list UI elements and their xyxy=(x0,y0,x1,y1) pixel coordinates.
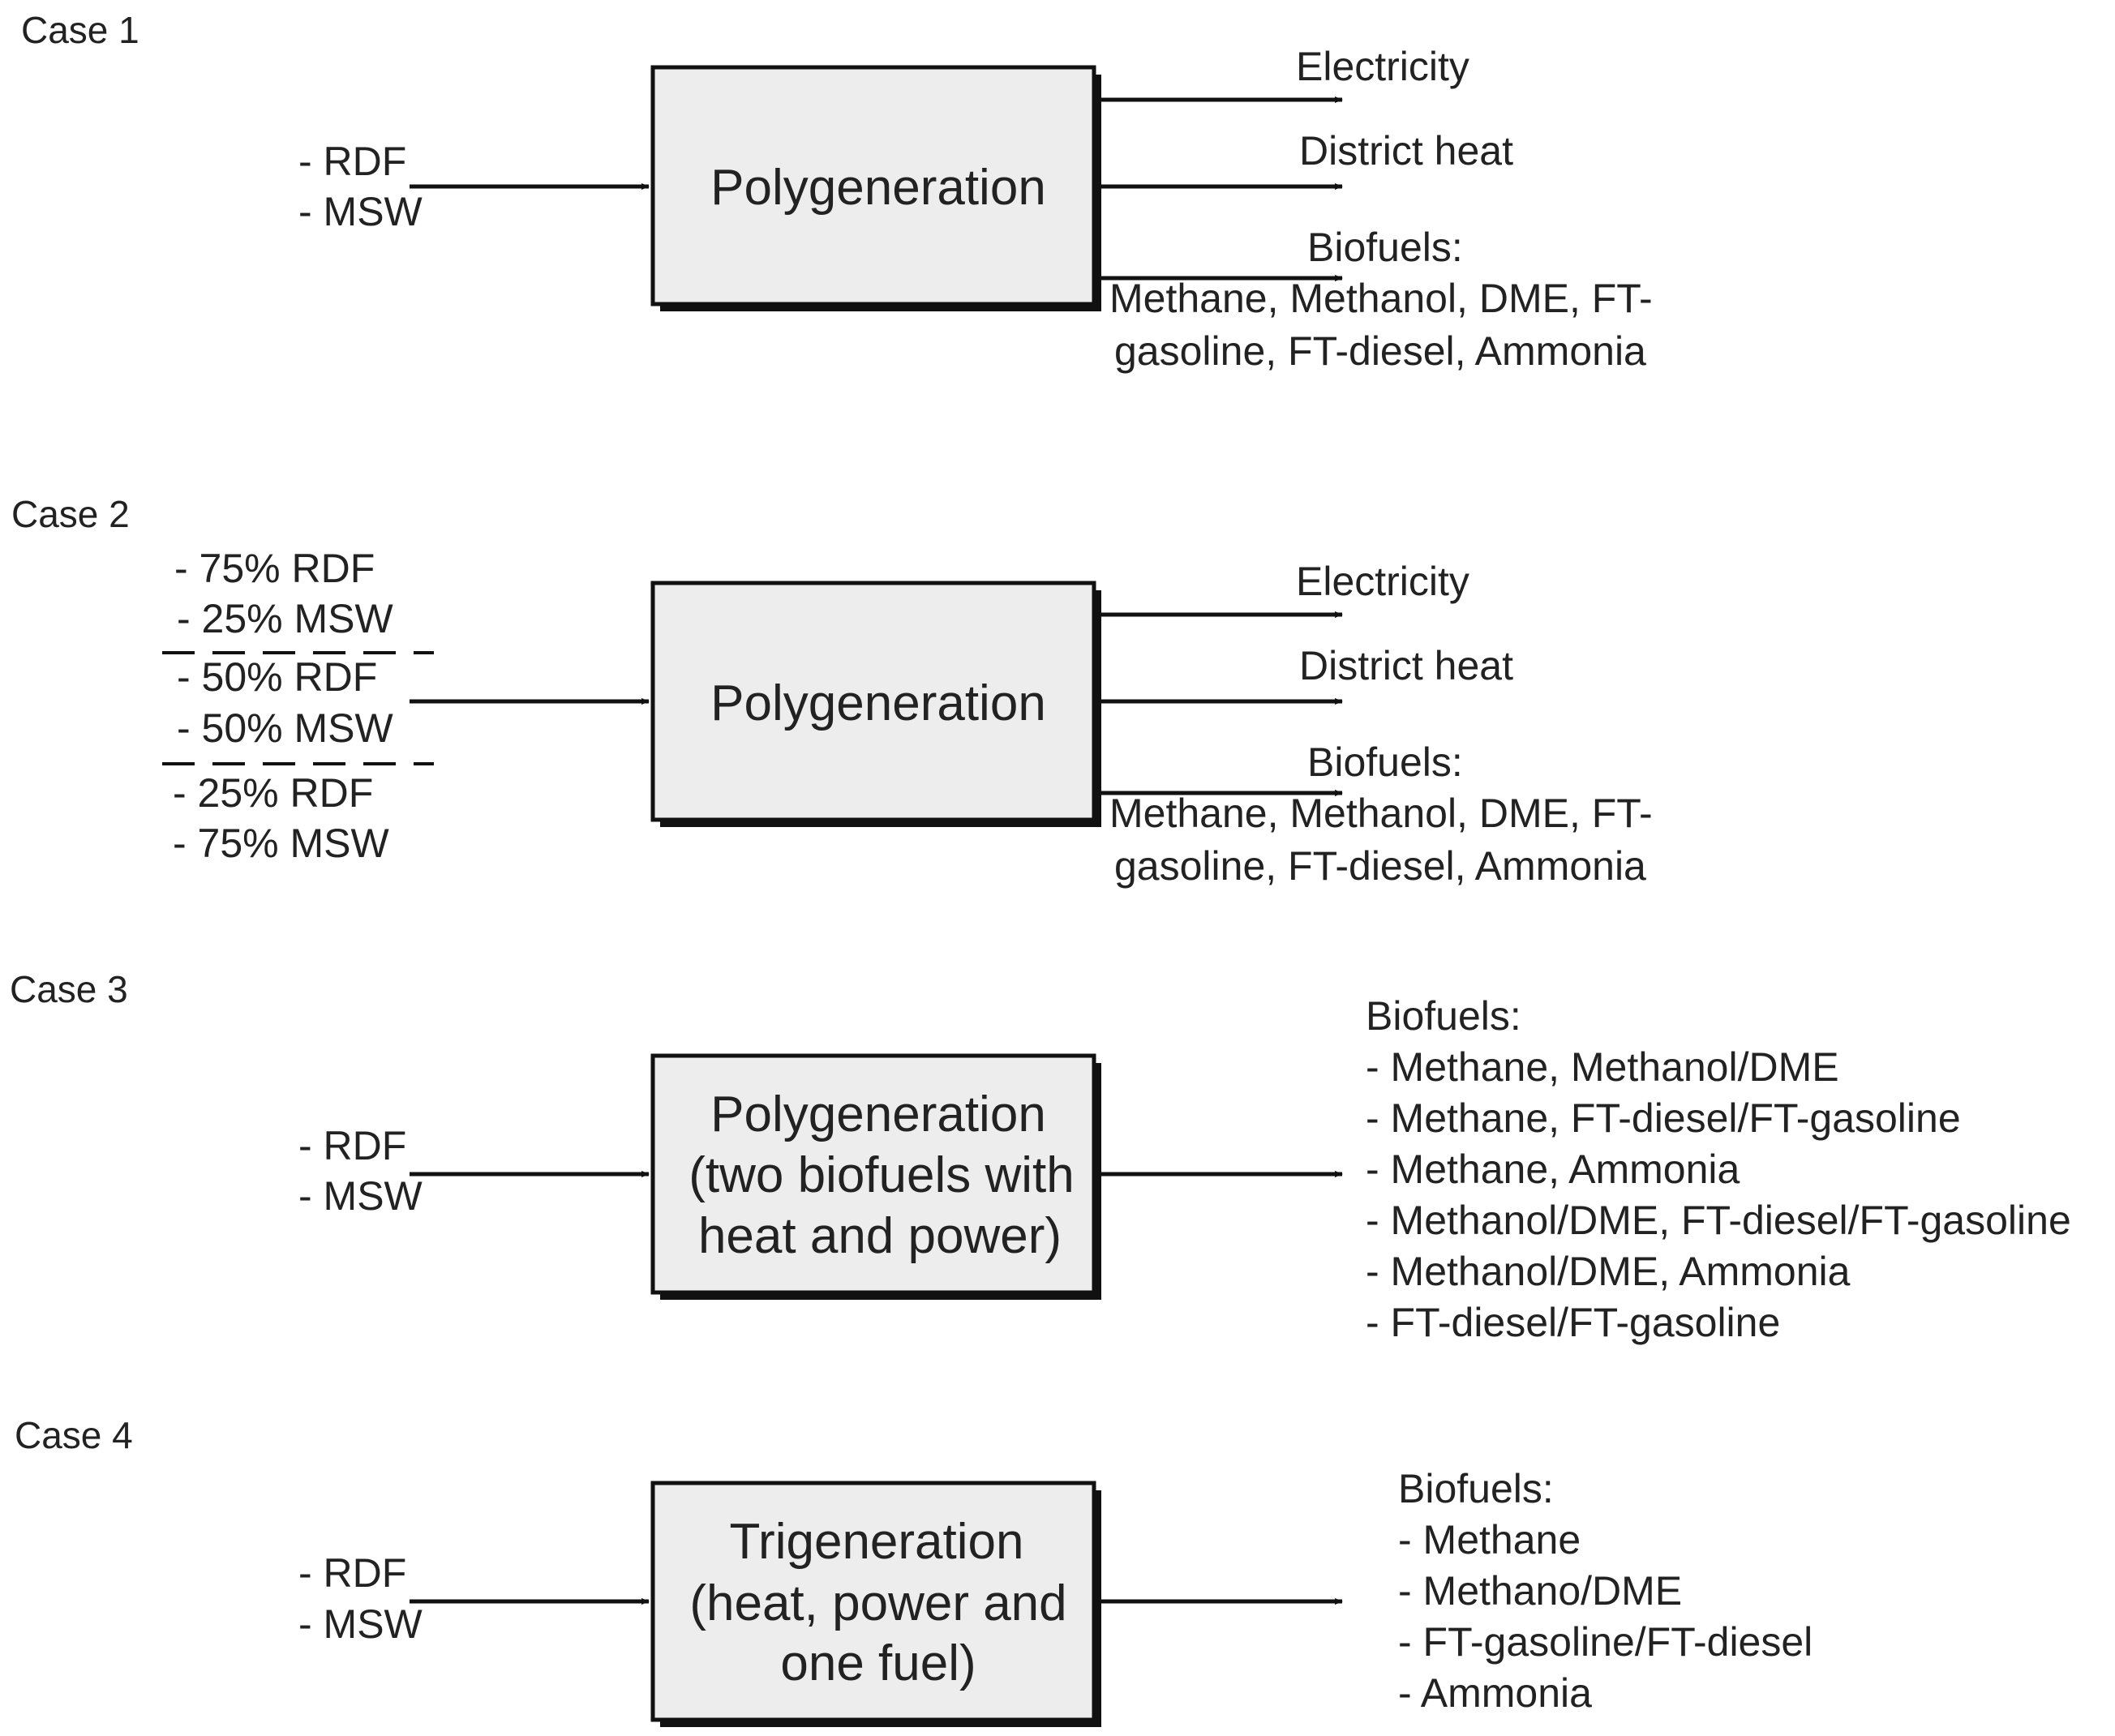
case-1: Case 1 - RDF - MSW Polygeneration Electr… xyxy=(21,9,1653,374)
case-3-box-line-2: (two biofuels with xyxy=(689,1147,1075,1203)
case-2-district-heat-label: District heat xyxy=(1299,643,1513,688)
case-4: Case 4 - RDF - MSW Trigeneration (heat, … xyxy=(15,1414,1813,1727)
case-1-biofuels-line-2: gasoline, FT-diesel, Ammonia xyxy=(1114,328,1646,374)
case-4-input-rdf: - RDF xyxy=(298,1550,406,1596)
case-4-box-line-1: Trigeneration xyxy=(729,1514,1023,1570)
case-3-biofuels-line-1: - Methane, Methanol/DME xyxy=(1366,1044,1839,1090)
case-4-label: Case 4 xyxy=(15,1414,133,1456)
case-3-biofuels-line-6: - FT-diesel/FT-gasoline xyxy=(1366,1300,1780,1345)
case-4-biofuels-line-1: - Methane xyxy=(1398,1517,1581,1562)
case-4-box-line-2: (heat, power and xyxy=(689,1575,1066,1631)
case-2-input-25-rdf: - 25% RDF xyxy=(173,770,373,816)
case-4-biofuels-line-3: - FT-gasoline/FT-diesel xyxy=(1398,1619,1813,1665)
case-4-input-msw: - MSW xyxy=(298,1601,423,1647)
case-1-input-rdf: - RDF xyxy=(298,139,406,184)
case-2-input-50-msw: - 50% MSW xyxy=(177,705,394,751)
case-1-box-title: Polygeneration xyxy=(710,160,1046,216)
case-1-process-box xyxy=(650,65,1096,306)
case-1-label: Case 1 xyxy=(21,9,139,51)
case-1-biofuels-title: Biofuels: xyxy=(1307,225,1463,270)
case-3-label: Case 3 xyxy=(10,968,128,1010)
case-1-input-msw: - MSW xyxy=(298,189,423,234)
case-2-process-box xyxy=(650,581,1096,822)
case-2-electricity-label: Electricity xyxy=(1296,559,1469,604)
case-2-biofuels-line-2: gasoline, FT-diesel, Ammonia xyxy=(1114,843,1646,889)
case-3-biofuels-line-5: - Methanol/DME, Ammonia xyxy=(1366,1249,1851,1294)
case-3-box-line-3: heat and power) xyxy=(698,1208,1062,1264)
case-2-biofuels-title: Biofuels: xyxy=(1307,739,1463,785)
case-4-biofuels-line-4: - Ammonia xyxy=(1398,1670,1592,1716)
case-2: Case 2 - 75% RDF - 25% MSW - 50% RDF - 5… xyxy=(11,493,1653,889)
case-2-input-75-msw: - 75% MSW xyxy=(173,821,390,866)
case-3-process-box xyxy=(650,1053,1096,1295)
case-4-biofuels-title: Biofuels: xyxy=(1398,1466,1554,1511)
case-4-process-box xyxy=(650,1481,1096,1722)
case-3: Case 3 - RDF - MSW Polygeneration (two b… xyxy=(10,968,2071,1345)
case-3-biofuels-line-4: - Methanol/DME, FT-diesel/FT-gasoline xyxy=(1366,1198,2071,1243)
case-2-input-25-msw: - 25% MSW xyxy=(177,596,394,641)
case-3-biofuels-line-2: - Methane, FT-diesel/FT-gasoline xyxy=(1366,1095,1961,1141)
case-3-input-msw: - MSW xyxy=(298,1173,423,1219)
case-2-biofuels-line-1: Methane, Methanol, DME, FT- xyxy=(1109,791,1653,836)
case-3-biofuels-title: Biofuels: xyxy=(1366,993,1521,1039)
case-3-box-line-1: Polygeneration xyxy=(710,1087,1046,1142)
case-2-input-75-rdf: - 75% RDF xyxy=(174,546,375,591)
case-4-biofuels-line-2: - Methano/DME xyxy=(1398,1568,1682,1614)
case-2-box-title: Polygeneration xyxy=(710,675,1046,731)
case-3-input-rdf: - RDF xyxy=(298,1123,406,1168)
case-2-label: Case 2 xyxy=(11,493,130,535)
case-2-input-50-rdf: - 50% RDF xyxy=(177,654,377,700)
case-1-district-heat-label: District heat xyxy=(1299,128,1513,174)
case-3-biofuels-line-3: - Methane, Ammonia xyxy=(1366,1147,1740,1192)
case-1-electricity-label: Electricity xyxy=(1296,44,1469,89)
case-1-biofuels-line-1: Methane, Methanol, DME, FT- xyxy=(1109,276,1653,321)
case-4-box-line-3: one fuel) xyxy=(780,1635,976,1691)
